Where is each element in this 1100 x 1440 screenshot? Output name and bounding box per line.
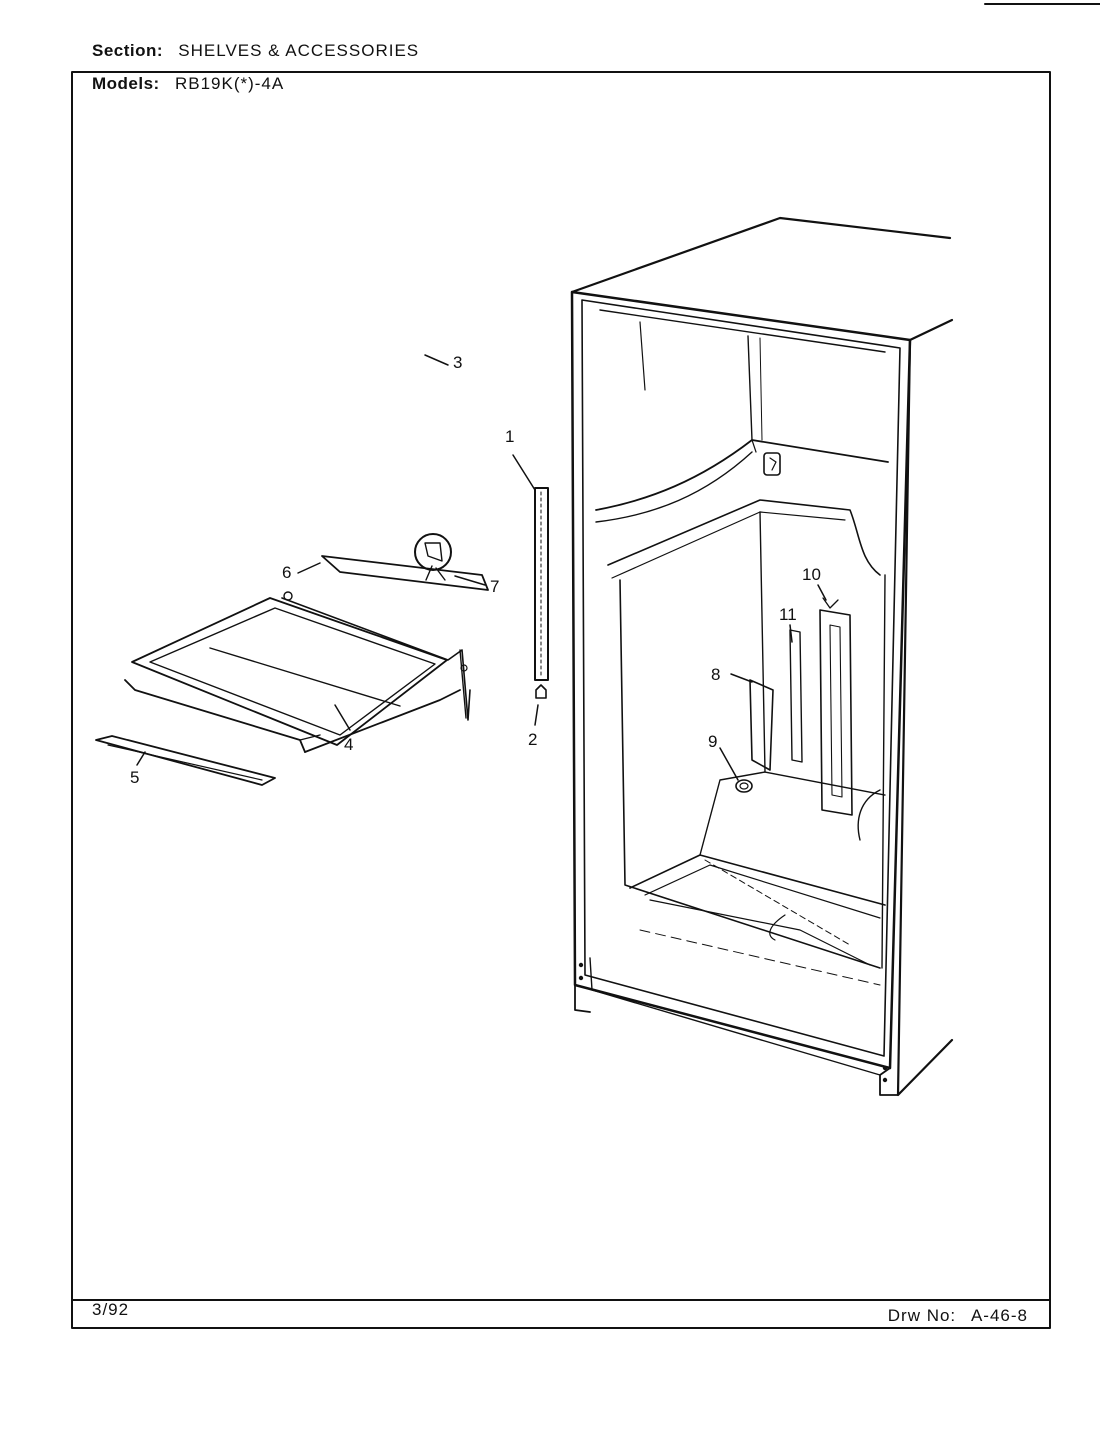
shelf-assembly	[95, 533, 489, 786]
callout-9: 9	[708, 732, 717, 751]
callout-8: 8	[711, 665, 720, 684]
section-label: Section:	[92, 41, 164, 60]
models-heading: Models: RB19K(*)-4A	[92, 74, 284, 94]
models-label: Models:	[92, 74, 160, 93]
callout-2: 2	[528, 730, 537, 749]
callout-10: 10	[802, 565, 821, 584]
callout-4: 4	[344, 735, 353, 754]
callout-labels: 1 2 3 4 5 6 7 8 9 10 11	[130, 353, 821, 787]
callout-leaders	[136, 354, 827, 781]
refrigerator-cabinet	[570, 216, 954, 1097]
section-heading: Section: SHELVES & ACCESSORIES	[92, 41, 419, 61]
drawing-date: 3/92	[92, 1300, 130, 1319]
models-value: RB19K(*)-4A	[174, 74, 285, 93]
drawing-number-label: Drw No:	[887, 1306, 957, 1325]
vertical-strip-part	[534, 487, 549, 699]
callout-5: 5	[130, 768, 139, 787]
drawing-number-value: A-46-8	[970, 1306, 1028, 1325]
drawing-border	[71, 71, 1051, 1329]
callout-6: 6	[282, 563, 291, 582]
callout-11: 11	[779, 605, 797, 624]
section-value: SHELVES & ACCESSORIES	[178, 41, 420, 60]
callout-7: 7	[490, 577, 499, 596]
callout-3: 3	[453, 353, 462, 372]
drawing-number: Drw No: A-46-8	[888, 1306, 1028, 1326]
callout-1: 1	[505, 427, 514, 446]
